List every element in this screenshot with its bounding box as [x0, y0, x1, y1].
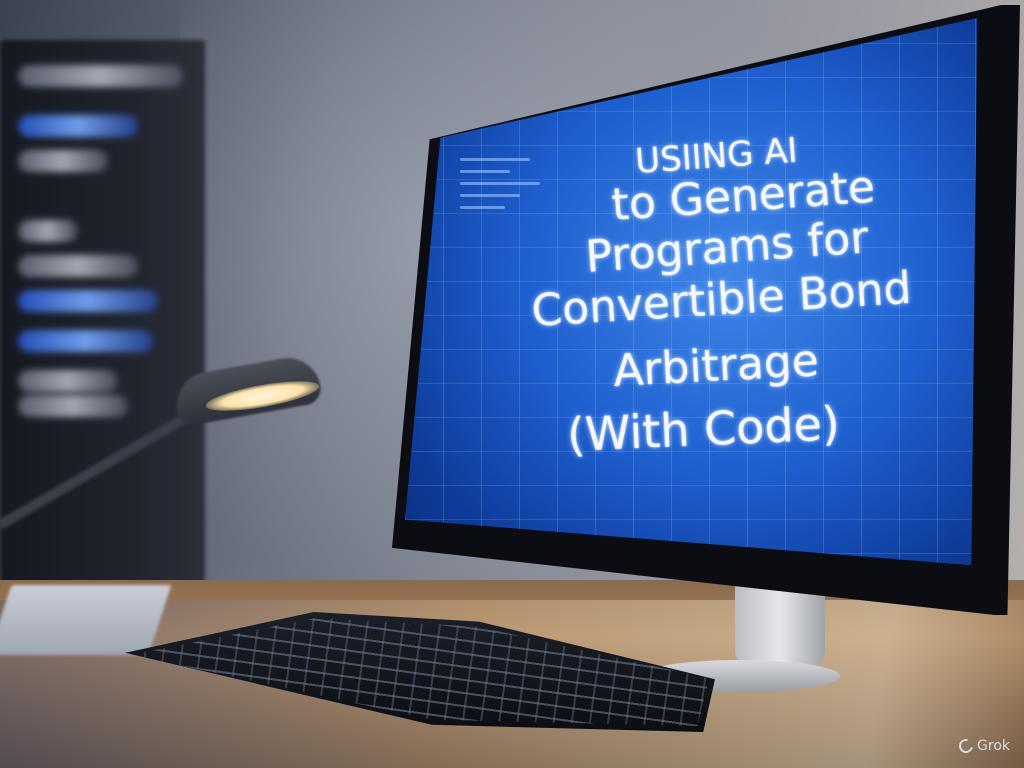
rack-light — [18, 115, 138, 137]
rack-light — [18, 220, 78, 242]
screen-code-line — [460, 206, 505, 209]
rack-light — [18, 150, 108, 172]
monitor-stand-neck — [735, 580, 825, 670]
rack-light — [18, 290, 158, 312]
screen-code-line — [460, 182, 540, 185]
watermark-label: Grok — [977, 738, 1010, 754]
server-rack — [0, 40, 205, 600]
watermark: Grok — [956, 736, 1010, 756]
paper-stack — [0, 585, 172, 655]
rack-light — [18, 255, 138, 277]
rack-light — [18, 330, 153, 352]
screen-code-line — [460, 194, 520, 197]
screen-code-line — [460, 170, 510, 173]
rack-light — [18, 395, 128, 417]
screen-code-line — [460, 158, 530, 161]
rack-light — [18, 65, 183, 87]
grok-logo-icon — [956, 736, 976, 756]
rack-light — [18, 370, 118, 392]
